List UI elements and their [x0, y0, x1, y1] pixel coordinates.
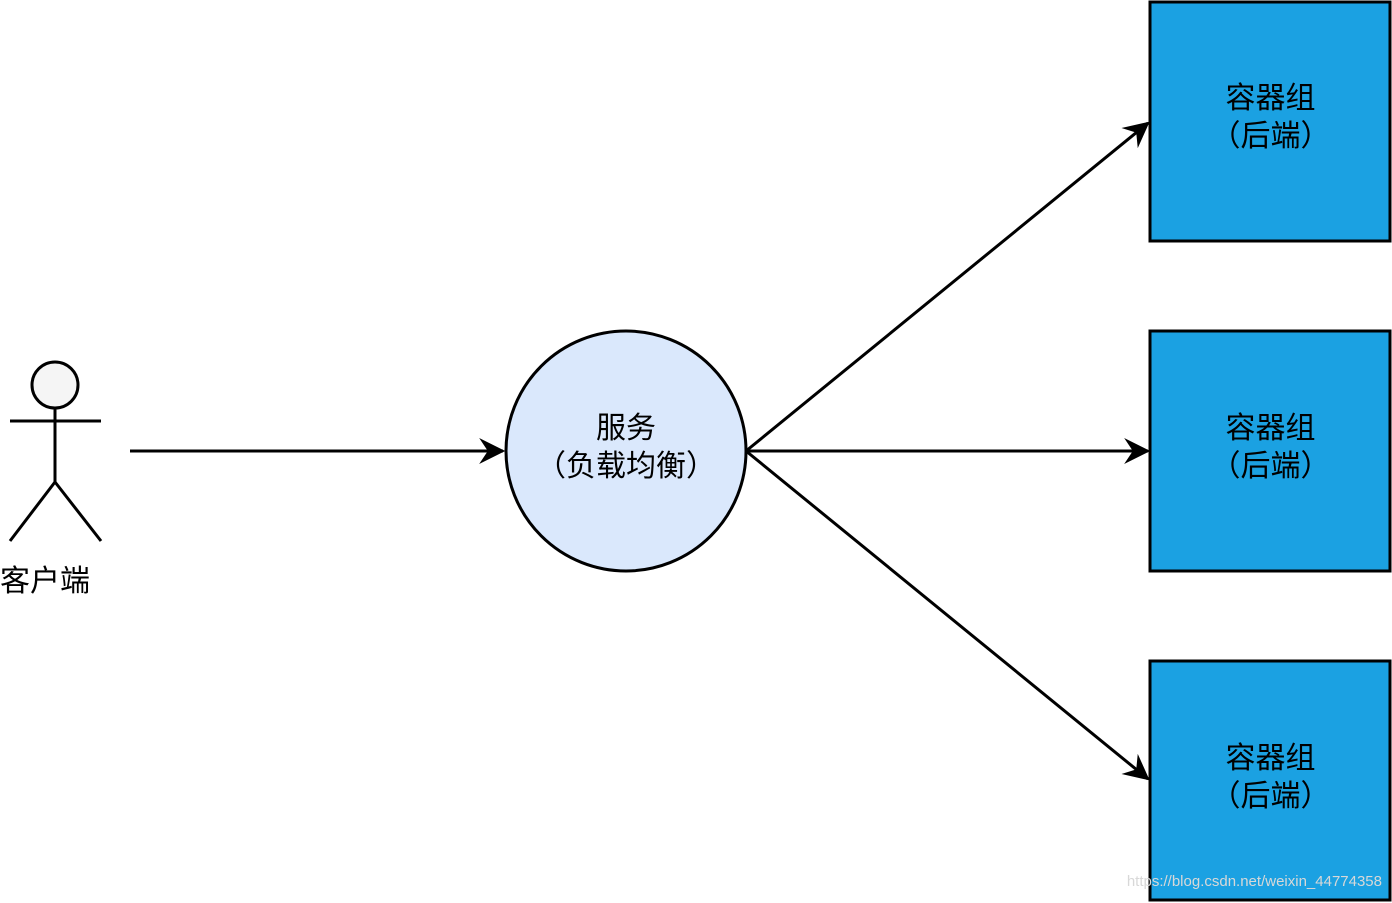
pod-label-1-line2: （后端）: [1210, 118, 1331, 154]
pod-label-3: 容器组 （后端）: [1150, 740, 1391, 815]
pod-label-2: 容器组 （后端）: [1150, 410, 1391, 485]
edge-service-to-pod-1: [745, 121, 1150, 453]
actor-right-leg: [53, 481, 103, 542]
pod-label-2-line1: 容器组: [1225, 411, 1316, 446]
pod-label-3-line2: （后端）: [1210, 778, 1331, 814]
actor-left-leg: [8, 481, 57, 542]
pod-label-1: 容器组 （后端）: [1150, 80, 1391, 155]
pod-label-1-line1: 容器组: [1225, 81, 1316, 116]
service-label: 服务 （负载均衡）: [505, 410, 747, 485]
pod-node-3: [1148, 659, 1392, 902]
actor-head: [30, 360, 80, 410]
pod-node-1: [1148, 0, 1392, 243]
pod-node-2: [1148, 329, 1392, 573]
watermark: https://blog.csdn.net/weixin_44774358: [1126, 873, 1382, 890]
service-label-line2: （负载均衡）: [536, 448, 716, 484]
service-label-line1: 服务: [596, 411, 656, 446]
client-actor-icon: [8, 360, 103, 542]
client-label: 客户端: [0, 563, 110, 601]
pod-label-3-line1: 容器组: [1225, 741, 1316, 776]
pod-label-2-line2: （后端）: [1210, 448, 1331, 484]
client-label-text: 客户端: [0, 564, 90, 599]
edge-service-to-pod-3: [745, 449, 1150, 781]
